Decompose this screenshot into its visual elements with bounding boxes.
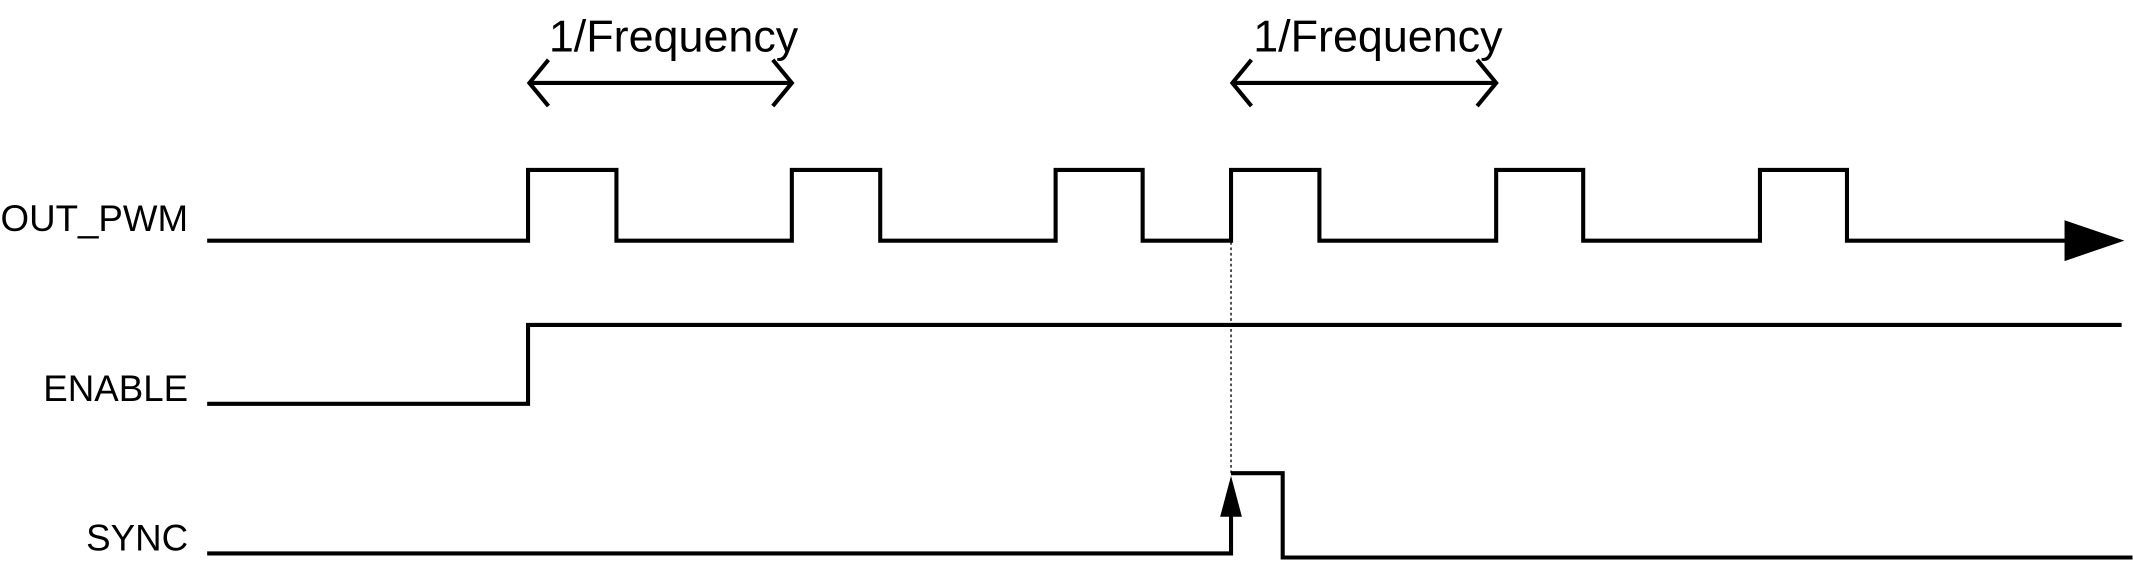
enable-waveform	[207, 322, 2122, 406]
out-pwm-label: OUT_PWM	[1, 198, 189, 239]
period-arrow-1	[526, 58, 795, 108]
sync-waveform	[207, 471, 2133, 560]
enable-label: ENABLE	[43, 368, 188, 409]
period-label-1: 1/Frequency	[549, 11, 799, 62]
out-pwm-waveform	[207, 167, 2081, 243]
period-label-2: 1/Frequency	[1253, 11, 1503, 62]
time-arrow-head-icon	[2064, 220, 2125, 262]
period-arrow-2	[1229, 58, 1499, 108]
sync-trigger-arrow-icon	[1220, 475, 1242, 517]
sync-label: SYNC	[86, 518, 188, 559]
